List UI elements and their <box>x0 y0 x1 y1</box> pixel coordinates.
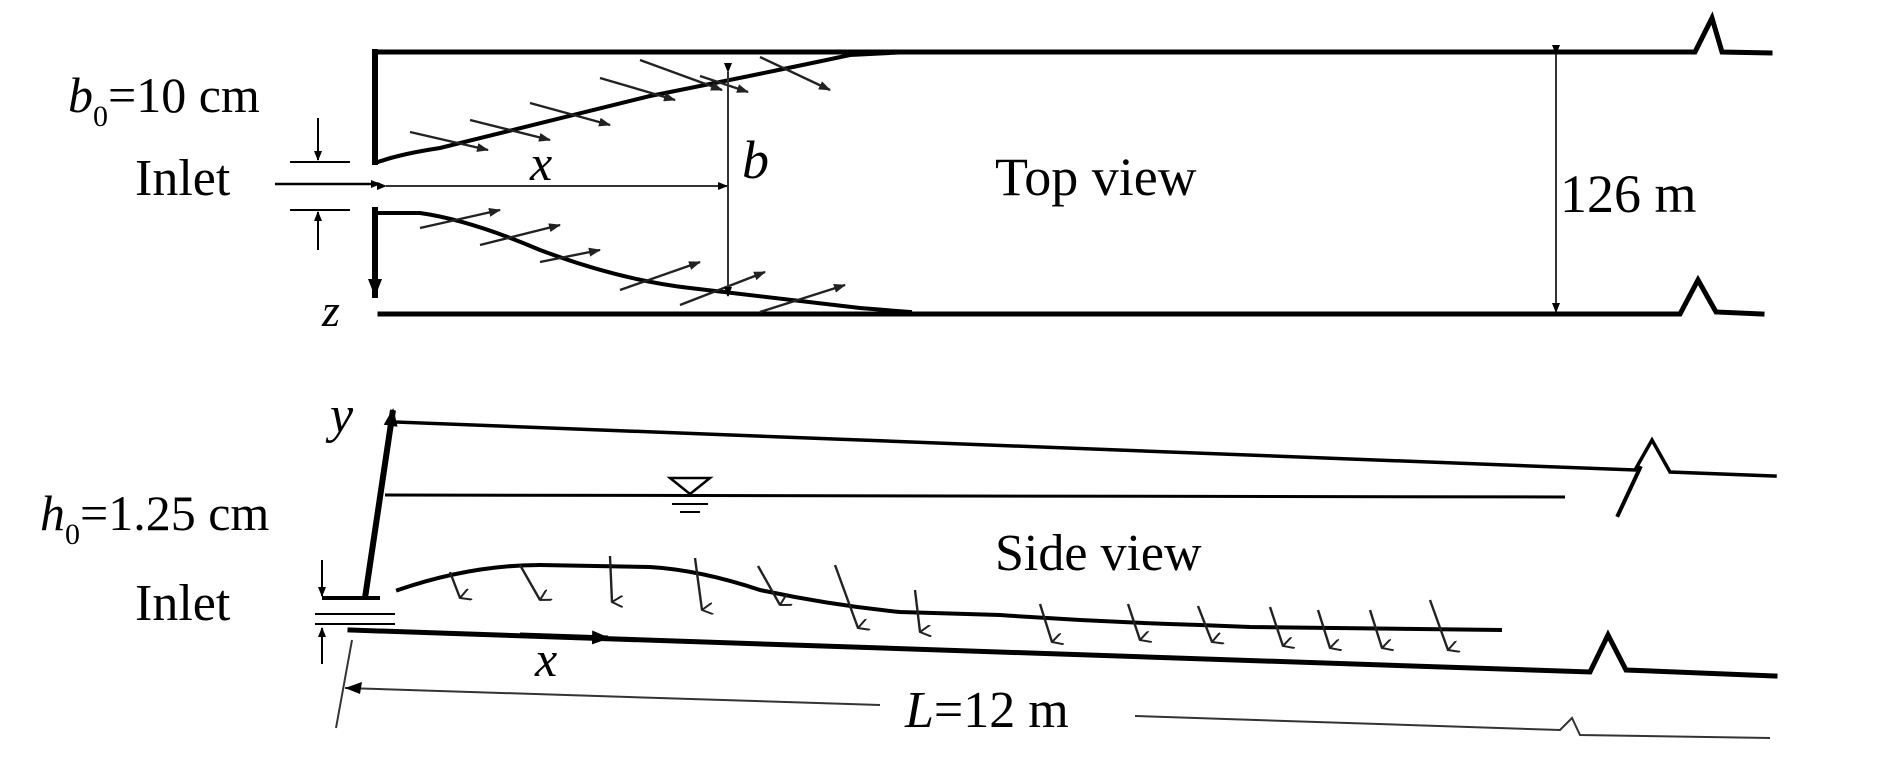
b0-label: b0=10 cm <box>68 67 260 133</box>
length-dimension <box>344 687 1771 739</box>
side-top-boundary <box>393 420 1777 478</box>
top-inlet-label: Inlet <box>135 150 231 207</box>
length-label: L=12 m <box>904 682 1069 739</box>
z-label: z <box>321 285 340 336</box>
top-velocity-vectors <box>409 55 846 314</box>
length-arrow-head <box>345 682 362 694</box>
side-view: y h0=1.25 cm Inlet Side view x L=12 m <box>40 387 1778 739</box>
top-x-label: x <box>529 135 552 191</box>
b-label: b <box>742 130 769 190</box>
side-bottom-boundary <box>347 627 1778 679</box>
side-velocity-vectors <box>448 555 1448 650</box>
side-x-arrow <box>519 630 610 645</box>
water-surface-symbol <box>666 476 714 513</box>
width-label: 126 m <box>1560 164 1697 224</box>
side-y-label: y <box>325 387 354 444</box>
h0-label: h0=1.25 cm <box>40 485 269 551</box>
top-wall-lower <box>377 274 1765 317</box>
side-x-label: x <box>534 631 557 687</box>
wall-jet-profile <box>395 562 1503 633</box>
y-axis <box>362 408 398 599</box>
side-inlet-label: Inlet <box>135 575 231 632</box>
length-start-tick <box>335 639 353 729</box>
top-wall-upper <box>372 11 1773 56</box>
jet-boundary-upper <box>375 49 913 165</box>
top-view-title: Top view <box>995 147 1197 207</box>
top-view: b0=10 cm Inlet x b z Top view 126 m <box>68 11 1773 336</box>
jet-boundary-lower <box>376 211 913 315</box>
side-view-title: Side view <box>995 525 1202 582</box>
free-surface-line <box>384 493 1566 499</box>
side-break-mark <box>1615 465 1643 518</box>
